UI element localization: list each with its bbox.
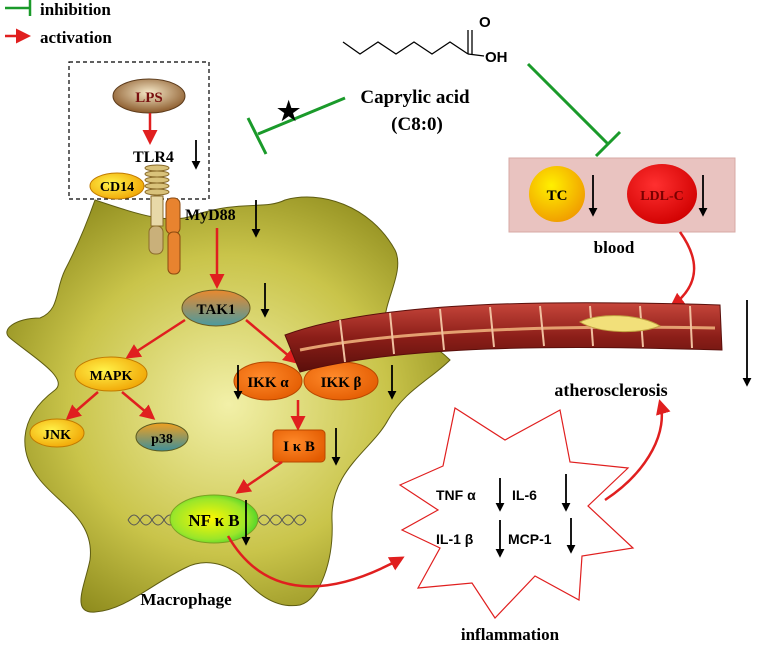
mapk-node: MAPK — [74, 356, 148, 392]
ikb-node: I κ B — [272, 429, 326, 463]
tak1-node: TAK1 — [181, 289, 251, 327]
mapk-label: MAPK — [90, 369, 133, 384]
blood-vessel-icon — [284, 302, 723, 373]
myd88-icon — [165, 197, 181, 275]
tnf-alpha-label: TNF α — [436, 487, 476, 503]
lps-label: LPS — [135, 90, 163, 106]
cd14-node: CD14 — [89, 172, 145, 200]
inhibition-to-blood — [526, 62, 622, 158]
il6-label: IL-6 — [512, 487, 537, 503]
caprylic-acid-structure — [342, 30, 485, 57]
blood-label: blood — [594, 238, 635, 257]
tak1-label: TAK1 — [197, 302, 236, 318]
macrophage-cell — [6, 196, 451, 613]
myd88-label: MyD88 — [185, 207, 236, 224]
compound-name: Caprylic acid — [360, 87, 470, 108]
mcp1-label: MCP-1 — [508, 531, 552, 547]
legend: inhibition activation — [5, 0, 112, 47]
ldl-c-node: LDL-C — [627, 164, 697, 224]
star-icon: ★ — [277, 97, 301, 126]
il1-beta-label: IL-1 β — [436, 531, 474, 547]
ikk-complex: IKK α IKK β — [233, 361, 379, 401]
hydroxyl-label: OH — [485, 49, 508, 66]
inhibition-to-tlr4 — [246, 96, 346, 155]
inhibition-legend-icon — [5, 0, 32, 16]
tlr4-label: TLR4 — [133, 149, 174, 166]
ikb-label: I κ B — [283, 439, 315, 455]
activation-legend-label: activation — [40, 28, 112, 47]
p38-label: p38 — [151, 432, 173, 447]
nfkb-node: NF κ B — [169, 494, 259, 544]
tc-node: TC — [529, 166, 585, 222]
ikk-beta-label: IKK β — [321, 375, 362, 391]
inflammation-label: inflammation — [461, 625, 560, 644]
lps-node: LPS — [112, 78, 186, 114]
cd14-label: CD14 — [100, 180, 134, 195]
ikk-alpha-label: IKK α — [247, 375, 289, 391]
ldl-c-label: LDL-C — [640, 189, 684, 204]
receptor-box — [68, 61, 210, 200]
p38-node: p38 — [135, 422, 189, 452]
atherosclerosis-label: atherosclerosis — [554, 380, 667, 400]
macrophage-label: Macrophage — [140, 590, 232, 609]
jnk-label: JNK — [43, 428, 71, 443]
carbonyl-o-label: O — [479, 14, 491, 31]
inhibition-legend-label: inhibition — [40, 0, 111, 19]
compound-formula: (C8:0) — [391, 114, 443, 135]
jnk-node: JNK — [29, 418, 85, 448]
tc-label: TC — [547, 188, 568, 204]
tlr4-receptor-icon — [144, 164, 170, 255]
nfkb-label: NF κ B — [188, 511, 239, 530]
inflammation-burst — [398, 407, 635, 619]
